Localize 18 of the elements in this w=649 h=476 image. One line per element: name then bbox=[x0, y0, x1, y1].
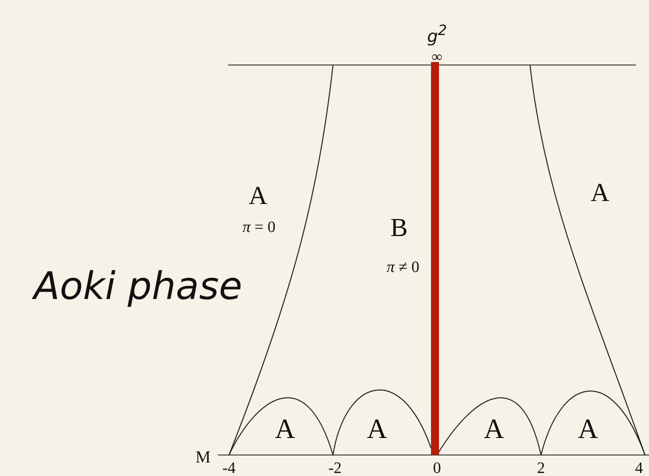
phase-name: Aoki phase bbox=[34, 267, 242, 305]
phase-label: A bbox=[590, 180, 610, 206]
axis-title: M bbox=[195, 448, 211, 466]
order-parameter-label: π ≠ 0 bbox=[386, 260, 420, 276]
tick-label: 4 bbox=[635, 461, 643, 476]
tick-label: 0 bbox=[433, 461, 441, 476]
tick-label: 2 bbox=[537, 461, 545, 476]
phase-label: A bbox=[366, 416, 388, 444]
phase-label: A bbox=[274, 416, 296, 444]
phase-label: A bbox=[578, 416, 598, 444]
tick-label: -2 bbox=[328, 461, 342, 476]
infinity-mark: ∞ bbox=[432, 50, 442, 66]
axis-title: g$^{2}$ bbox=[427, 24, 447, 46]
tick-label: -4 bbox=[222, 461, 236, 476]
phase-label: A bbox=[484, 416, 504, 444]
order-parameter-label: π = 0 bbox=[242, 220, 276, 236]
phase-label: A bbox=[248, 183, 268, 209]
phase-label: B bbox=[390, 215, 408, 241]
